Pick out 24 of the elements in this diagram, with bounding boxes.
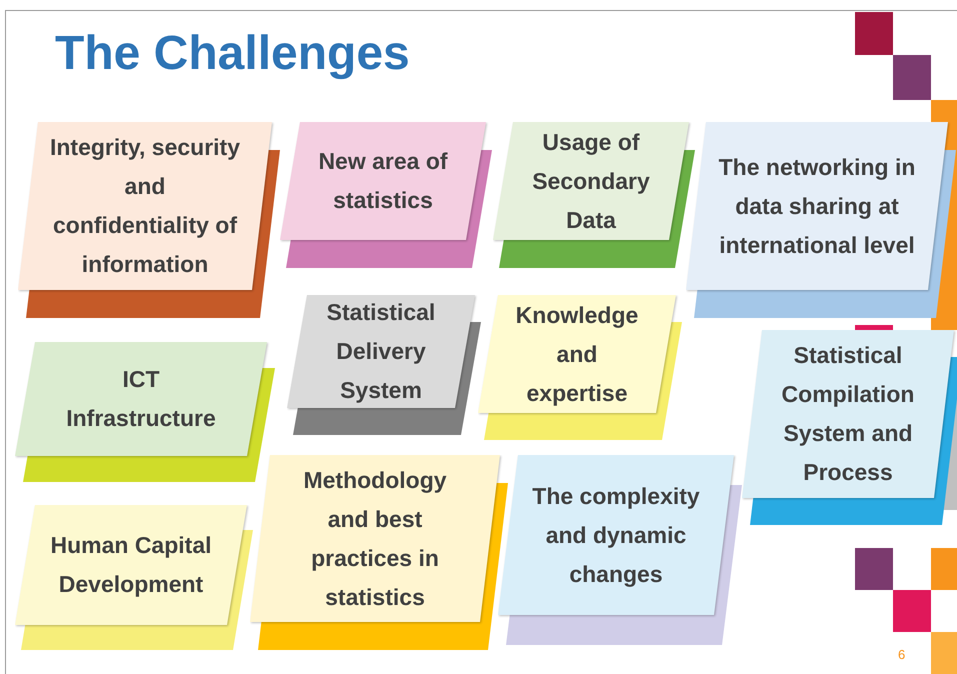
card-text: ICT Infrastructure [65, 365, 217, 433]
challenge-card [493, 122, 695, 268]
card-text: New area of statistics [317, 147, 449, 215]
page-number: 6 [898, 646, 906, 664]
challenge-card [478, 295, 682, 440]
challenge-card [280, 122, 492, 268]
card-text: Usage of Secondary Data [531, 128, 651, 234]
card-text: The networking in data sharing at international level [718, 152, 916, 260]
card-text: Statistical Delivery System [326, 298, 436, 405]
challenge-card [250, 455, 508, 650]
card-text: Human Capital Development [49, 531, 213, 599]
card-text: Integrity, security and confidentiality of information [48, 133, 242, 279]
card-text: Methodology and best practices in statistics [302, 466, 448, 612]
slide-title: The Challenges [55, 30, 410, 78]
card-text: Statistical Compilation System and Process [780, 341, 916, 487]
card-text: Knowledge and expertise [514, 300, 640, 408]
challenge-card [15, 342, 275, 482]
card-text: The complexity and dynamic changes [531, 482, 701, 589]
challenge-card [18, 122, 280, 318]
challenge-card [686, 122, 956, 318]
challenge-card [742, 330, 957, 525]
challenge-card [15, 505, 253, 650]
challenge-card [498, 455, 742, 645]
challenge-card [287, 295, 481, 435]
